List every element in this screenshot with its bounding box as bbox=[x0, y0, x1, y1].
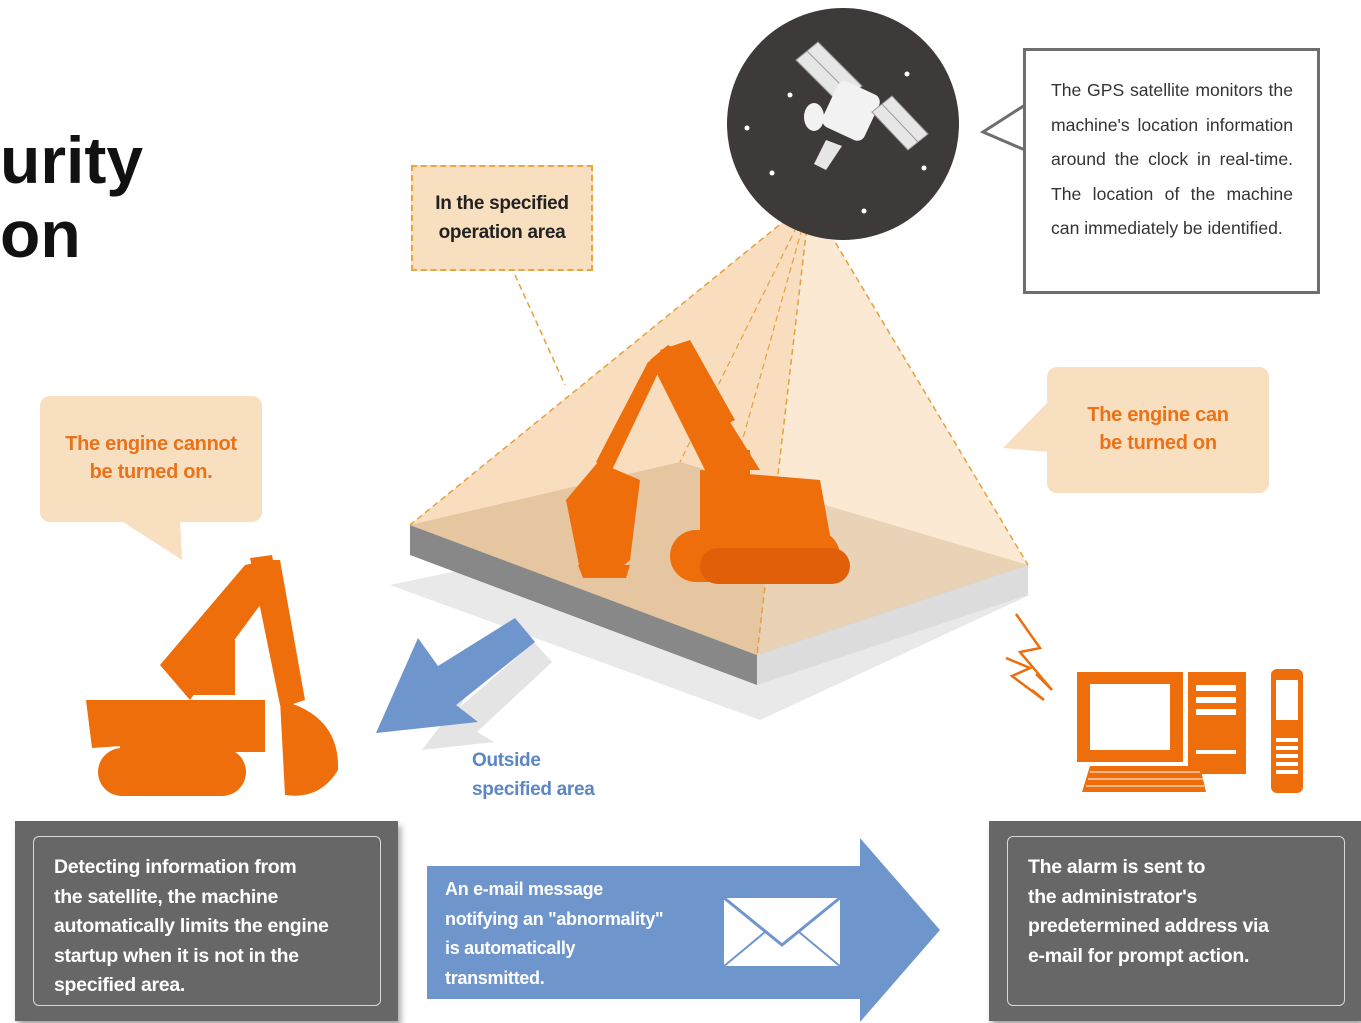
operation-area-label: In the specified operation area bbox=[411, 165, 593, 271]
operation-area-line-2: operation area bbox=[438, 222, 566, 243]
email-line: notifying an "abnormality" bbox=[445, 908, 664, 929]
engine-can-line-2: be turned on bbox=[1099, 432, 1217, 454]
page-title-line-2: on bbox=[0, 197, 81, 271]
alarm-line: the administrator's bbox=[1028, 885, 1198, 908]
detection-info-inner: Detecting information from the satellite… bbox=[33, 836, 381, 1006]
page-title-line-1: urity bbox=[0, 123, 144, 197]
email-line: transmitted. bbox=[445, 967, 545, 988]
detect-line: automatically limits the engine bbox=[54, 915, 329, 937]
outside-area-line-2: specified area bbox=[472, 779, 595, 800]
email-arrow-text: An e-mail message notifying an "abnormal… bbox=[445, 875, 664, 993]
operation-area-line-1: In the specified bbox=[435, 193, 569, 214]
engine-cannot-line-1: The engine cannot bbox=[65, 433, 237, 455]
alarm-line: predetermined address via bbox=[1028, 915, 1269, 937]
detect-line: startup when it is not in the bbox=[54, 944, 299, 967]
envelope-icon bbox=[722, 895, 842, 968]
email-line: An e-mail message bbox=[445, 879, 603, 899]
detect-line: the satellite, the machine bbox=[54, 885, 279, 908]
excavator-icon bbox=[566, 340, 850, 584]
gps-callout-text: The GPS satellite monitors the machine's… bbox=[1051, 80, 1293, 238]
detect-line: specified area. bbox=[54, 974, 185, 996]
outside-area-label: Outside specified area bbox=[472, 746, 595, 804]
engine-can-line-1: The engine can bbox=[1087, 404, 1229, 426]
gps-callout: The GPS satellite monitors the machine's… bbox=[1023, 48, 1320, 294]
alarm-line: e-mail for prompt action. bbox=[1028, 944, 1250, 967]
outside-arrow bbox=[376, 618, 552, 750]
excavator-icon bbox=[86, 555, 339, 796]
lightning-icon bbox=[1005, 613, 1053, 701]
satellite-icon bbox=[727, 8, 959, 240]
mobile-phone-icon bbox=[1271, 669, 1303, 793]
detection-info-box: Detecting information from the satellite… bbox=[15, 821, 398, 1021]
alarm-info-inner: The alarm is sent to the administrator's… bbox=[1007, 836, 1345, 1006]
computer-icon bbox=[1077, 672, 1246, 792]
speech-bubble-engine-cannot bbox=[40, 396, 262, 560]
outside-area-line-1: Outside bbox=[472, 750, 541, 771]
engine-cannot-line-2: be turned on. bbox=[89, 461, 213, 483]
engine-cannot-text: The engine cannot be turned on. bbox=[40, 430, 262, 486]
engine-can-text: The engine can be turned on bbox=[1047, 401, 1269, 457]
gps-callout-pointer bbox=[979, 102, 1027, 153]
email-arrow bbox=[427, 838, 940, 1022]
alarm-line: The alarm is sent to bbox=[1028, 856, 1206, 878]
detect-line: Detecting information from bbox=[54, 856, 297, 878]
speech-bubble-engine-can bbox=[1003, 367, 1269, 493]
alarm-info-box: The alarm is sent to the administrator's… bbox=[989, 821, 1361, 1021]
email-line: is automatically bbox=[445, 938, 576, 958]
